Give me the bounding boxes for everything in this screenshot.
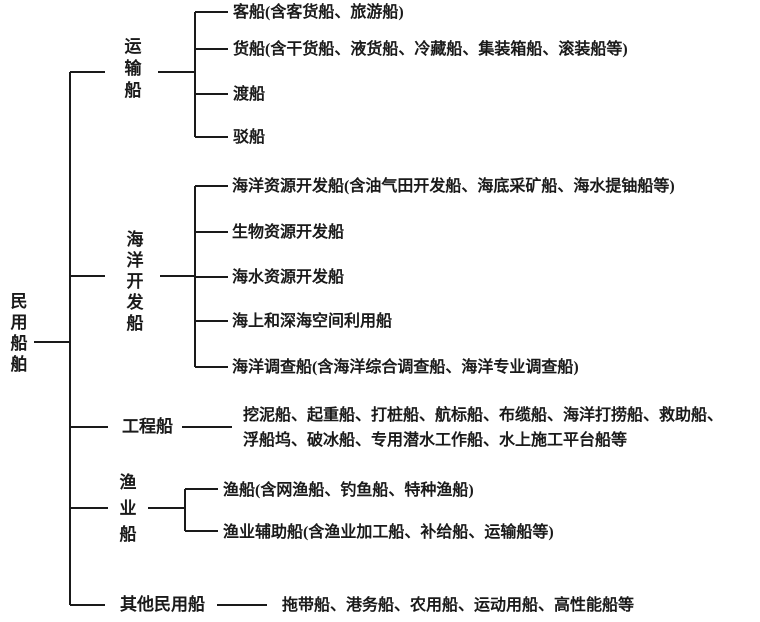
branch-other-civil-ships: 其他民用船	[120, 595, 205, 614]
branch-engineering-ships: 工程船	[122, 417, 173, 436]
leaf-ocean-resource-ships: 海洋资源开发船(含油气田开发船、海底采矿船、海水提铀船等)	[232, 178, 675, 195]
leaf-ferry: 渡船	[233, 86, 266, 103]
leaf-bio-resource-ships: 生物资源开发船	[232, 224, 345, 241]
engineering-ships-list-line2: 浮船坞、破冰船、专用潜水工作船、水上施工平台船等	[243, 432, 628, 449]
branch-transport-ships: 运输船	[124, 37, 142, 100]
leaf-ocean-survey-ships: 海洋调查船(含海洋综合调查船、海洋专业调查船)	[232, 359, 579, 376]
leaf-seawater-resource-ships: 海水资源开发船	[232, 269, 345, 286]
root-node-civil-ships: 民用船舶	[10, 292, 28, 374]
leaf-barge: 驳船	[233, 129, 266, 146]
leaf-fishing-boats: 渔船(含网渔船、钓鱼船、特种渔船)	[223, 482, 474, 499]
branch-fishery-ships: 渔业船	[119, 473, 137, 544]
other-civil-ships-list: 拖带船、港务船、农用船、运动用船、高性能船等	[282, 597, 635, 614]
engineering-ships-list: 挖泥船、起重船、打桩船、航标船、布缆船、海洋打捞船、救助船、 浮船坞、破冰船、专…	[243, 403, 723, 453]
engineering-ships-list-line1: 挖泥船、起重船、打桩船、航标船、布缆船、海洋打捞船、救助船、	[243, 407, 724, 424]
leaf-deep-sea-space-ships: 海上和深海空间利用船	[232, 313, 393, 330]
leaf-fishery-auxiliary-ships: 渔业辅助船(含渔业加工船、补给船、运输船等)	[223, 524, 554, 541]
leaf-passenger-ships: 客船(含客货船、旅游船)	[233, 4, 404, 21]
leaf-cargo-ships: 货船(含干货船、液货船、冷藏船、集装箱船、滚装船等)	[233, 41, 628, 58]
branch-ocean-development-ships: 海洋开发船	[126, 230, 144, 333]
